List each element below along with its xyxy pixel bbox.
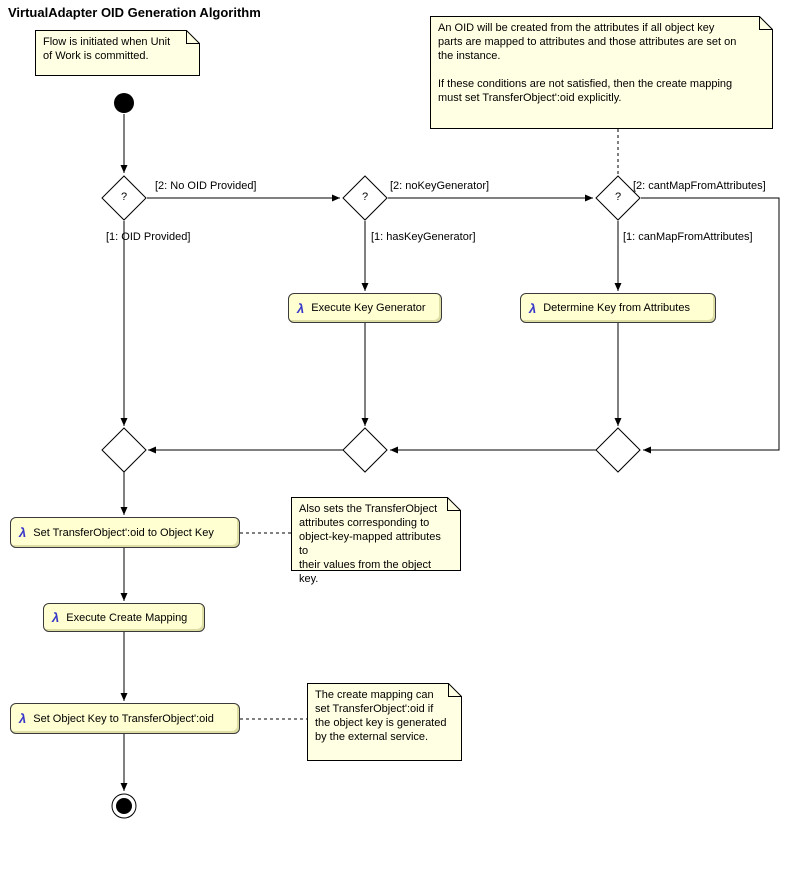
note-anchor-lines — [240, 129, 619, 720]
edge-label-cant-map-from-attributes: [2: cantMapFromAttributes] — [633, 180, 766, 192]
action-set-object-key-to-oid: λ Set Object Key to TransferObject':oid — [10, 703, 240, 734]
edge-label-has-key-generator: [1: hasKeyGenerator] — [371, 231, 476, 243]
action-execute-create-mapping: λ Execute Create Mapping — [43, 603, 205, 632]
flow-edges — [120, 114, 780, 791]
action-label: Determine Key from Attributes — [543, 302, 690, 314]
decision-oid-provided — [101, 175, 147, 221]
note-shape — [35, 30, 200, 76]
note-also-sets: Also sets the TransferObject attributes … — [291, 497, 461, 585]
note-text: Also sets the TransferObject attributes … — [299, 503, 441, 585]
merge-node-2 — [342, 427, 388, 473]
action-execute-key-generator: λ Execute Key Generator — [288, 293, 442, 323]
merge-node-1 — [101, 427, 147, 473]
action-label: Set TransferObject':oid to Object Key — [33, 526, 214, 539]
decision-map-attributes — [595, 175, 641, 221]
decision-question-mark: ? — [614, 191, 622, 203]
note-shape — [430, 16, 773, 129]
action-label: Execute Key Generator — [311, 302, 426, 314]
edge-label-no-key-generator: [2: noKeyGenerator] — [390, 180, 490, 192]
action-set-oid-to-object-key: λ Set TransferObject':oid to Object Key — [10, 517, 240, 548]
action-label: Set Object Key to TransferObject':oid — [33, 712, 214, 725]
lambda-icon: λ — [297, 300, 305, 316]
note-create-mapping: The create mapping can set TransferObjec… — [307, 683, 462, 761]
note-text: An OID will be created from the attribut… — [438, 22, 737, 104]
final-node — [111, 793, 137, 819]
lambda-icon: λ — [529, 300, 537, 316]
decision-question-mark: ? — [120, 191, 128, 203]
decision-key-generator — [342, 175, 388, 221]
lambda-icon: λ — [19, 525, 27, 540]
decision-nodes — [101, 175, 641, 473]
note-oid-creation: An OID will be created from the attribut… — [430, 16, 773, 129]
lambda-icon: λ — [52, 610, 60, 625]
diagram-title: VirtualAdapter OID Generation Algorithm — [8, 5, 261, 20]
merge-node-3 — [595, 427, 641, 473]
decision-question-mark: ? — [361, 191, 369, 203]
edge-label-no-oid-provided: [2: No OID Provided] — [155, 180, 257, 192]
action-determine-key-from-attributes: λ Determine Key from Attributes — [520, 293, 716, 323]
note-shape — [307, 683, 462, 761]
lambda-icon: λ — [19, 711, 27, 726]
initial-node — [114, 93, 134, 113]
action-label: Execute Create Mapping — [66, 611, 188, 624]
note-flow-initiated: Flow is initiated when Unit of Work is c… — [35, 30, 200, 76]
note-text: The create mapping can set TransferObjec… — [315, 689, 447, 743]
edge-label-can-map-from-attributes: [1: canMapFromAttributes] — [623, 231, 753, 243]
note-text: Flow is initiated when Unit of Work is c… — [43, 36, 171, 62]
note-shape — [291, 497, 461, 571]
edge-label-oid-provided: [1: OID Provided] — [106, 231, 191, 243]
